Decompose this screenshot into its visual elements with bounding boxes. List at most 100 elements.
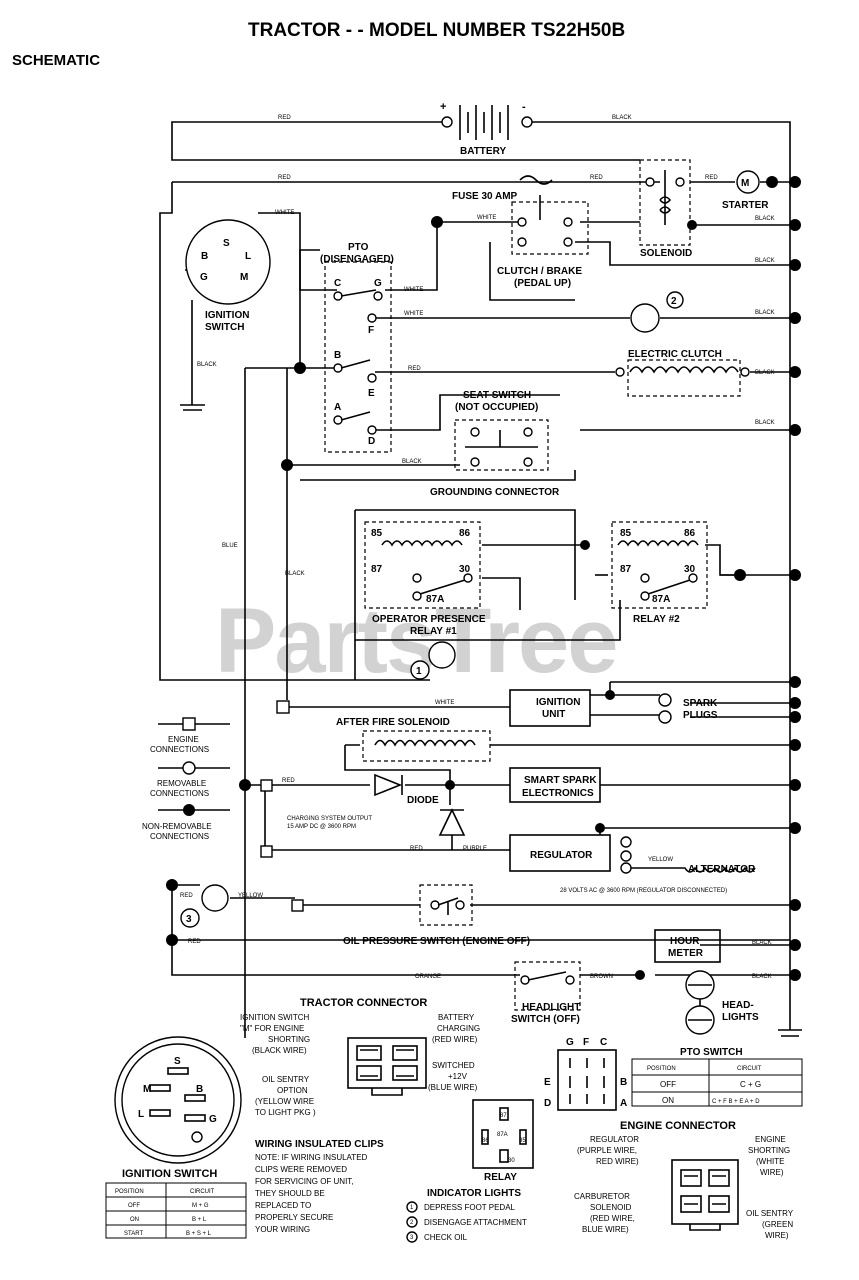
- starter-symbol: M STARTER: [722, 170, 769, 211]
- wire-label-yellow-1: YELLOW: [648, 857, 673, 863]
- pto-t-c: C: [334, 278, 341, 289]
- isd-header-position: POSITION: [115, 1189, 144, 1195]
- pto-t-a: A: [334, 402, 341, 413]
- r1-pin-87a: 87A: [426, 594, 444, 605]
- isd-terminal-s: S: [174, 1056, 181, 1067]
- wire-label-black-11: BLACK: [752, 974, 772, 980]
- smart-spark-label-2: ELECTRONICS: [522, 788, 594, 799]
- psd-left-d: D: [544, 1098, 551, 1109]
- clips-note-line-4: THEY SHOULD BE: [255, 1189, 325, 1198]
- wire-label-black-8: BLACK: [402, 459, 422, 465]
- electric-clutch-label: ELECTRIC CLUTCH: [628, 349, 722, 360]
- charging-note-1: CHARGING SYSTEM OUTPUT: [287, 816, 372, 822]
- isd-row1-pos: OFF: [128, 1203, 140, 1209]
- ign-terminal-m: M: [240, 272, 248, 283]
- regulator-symbol: REGULATOR ALTERNATOR 28 VOLTS AC @ 3600 …: [509, 834, 756, 894]
- ec-left-bottom-2: SOLENOID: [590, 1203, 632, 1212]
- isd-row1-circ: M + G: [192, 1203, 209, 1209]
- charging-note: CHARGING SYSTEM OUTPUT 15 AMP DC @ 3600 …: [260, 779, 372, 858]
- clips-note-line-2: CLIPS WERE REMOVED: [255, 1165, 347, 1174]
- wire-label-black-9: BLACK: [285, 571, 305, 577]
- wire-label-white-1: WHITE: [275, 210, 294, 216]
- wire-label-black-10: BLACK: [752, 940, 772, 946]
- legend-nonremovable-2: CONNECTIONS: [150, 832, 209, 841]
- rd-pin-86: 86: [482, 1138, 489, 1144]
- diode-symbol: DIODE: [374, 773, 466, 836]
- clutch-brake-label: CLUTCH / BRAKE: [497, 266, 582, 277]
- wiring-clips-note: WIRING INSULATED CLIPS NOTE: IF WIRING I…: [255, 1139, 384, 1234]
- wire-label-white-5: WHITE: [435, 700, 454, 706]
- rd-pin-30: 30: [508, 1158, 515, 1164]
- psd-title: PTO SWITCH: [680, 1047, 743, 1058]
- wire-label-red-8: RED: [180, 893, 193, 899]
- pto-t-g: G: [374, 278, 382, 289]
- r1-pin-86: 86: [459, 528, 471, 539]
- pto-symbol: PTO (DISENGAGED) C G F B E A D: [320, 242, 394, 453]
- ignition-switch-label-1: IGNITION: [205, 310, 249, 321]
- after-fire-solenoid-symbol: AFTER FIRE SOLENOID: [336, 717, 491, 762]
- ignition-unit-symbol: IGNITION UNIT SPARK PLUGS: [276, 689, 718, 727]
- battery-symbol: + - BATTERY: [440, 101, 533, 157]
- battery-plus: +: [440, 101, 446, 113]
- isd-row3-pos: START: [124, 1231, 143, 1237]
- ign-terminal-b: B: [201, 251, 208, 262]
- solenoid-label: SOLENOID: [640, 248, 692, 259]
- tc-left-top-2: "M" FOR ENGINE: [240, 1024, 304, 1033]
- electric-clutch-symbol: ELECTRIC CLUTCH: [615, 349, 750, 397]
- ignition-switch-label-2: SWITCH: [205, 322, 244, 333]
- clutch-brake-symbol: CLUTCH / BRAKE (PEDAL UP): [497, 201, 589, 289]
- wire-label-black-6: BLACK: [755, 370, 775, 376]
- wire-label-black-5: BLACK: [197, 362, 217, 368]
- wire-label-red-4: RED: [705, 175, 718, 181]
- regulator-label: REGULATOR: [530, 850, 593, 861]
- wire-label-purple: PURPLE: [463, 846, 487, 852]
- pto-t-e: E: [368, 388, 375, 399]
- ec-left-bottom-4: BLUE WIRE): [582, 1225, 629, 1234]
- tc-left-top-3: SHORTING: [268, 1035, 310, 1044]
- r2-pin-87: 87: [620, 564, 632, 575]
- tc-left-bottom-1: OIL SENTRY: [262, 1075, 310, 1084]
- il-num-1: 1: [410, 1205, 414, 1211]
- r1-pin-87: 87: [371, 564, 383, 575]
- headlights-symbol: HEAD- LIGHTS: [685, 970, 759, 1035]
- page-title: TRACTOR - - MODEL NUMBER TS22H50B: [248, 20, 625, 41]
- wire-label-orange: ORANGE: [415, 974, 441, 980]
- pto-switch-detail: G F C E D B A PTO SWITCH POSITION CIRCUI…: [544, 1037, 803, 1111]
- pto-t-d: D: [368, 436, 375, 447]
- indicator-lamp-3: 3: [180, 884, 304, 928]
- wire-label-yellow-2: YELLOW: [238, 893, 263, 899]
- ec-right-top-4: WIRE): [760, 1168, 784, 1177]
- clutch-brake-state: (PEDAL UP): [514, 278, 571, 289]
- tc-left-top-1: IGNITION SWITCH: [240, 1013, 310, 1022]
- ignition-switch-detail: S M B L G IGNITION SWITCH POSITION CIRCU…: [105, 1036, 247, 1239]
- alternator-label: ALTERNATOR: [688, 864, 756, 875]
- tc-left-bottom-3: (YELLOW WIRE: [255, 1097, 314, 1106]
- ec-left-top-1: REGULATOR: [590, 1135, 639, 1144]
- smart-spark-label-1: SMART SPARK: [524, 775, 597, 786]
- psd-top-g: G: [566, 1037, 574, 1048]
- wire-label-black-7: BLACK: [755, 420, 775, 426]
- legend-removable-2: CONNECTIONS: [150, 789, 209, 798]
- ignition-unit-label-2: UNIT: [542, 709, 565, 720]
- starter-label: STARTER: [722, 200, 769, 211]
- ign-terminal-s: S: [223, 238, 230, 249]
- il-text-1: DEPRESS FOOT PEDAL: [424, 1203, 516, 1212]
- ign-terminal-g: G: [200, 272, 208, 283]
- lamp-3-num: 3: [186, 914, 192, 925]
- rd-pin-87a: 87A: [497, 1132, 508, 1138]
- relay-1-label: OPERATOR PRESENCE: [372, 614, 486, 625]
- isd-terminal-b: B: [196, 1084, 203, 1095]
- headlight-switch-symbol: HEADLIGHT SWITCH (OFF): [511, 961, 581, 1025]
- indicator-lights-title: INDICATOR LIGHTS: [427, 1188, 521, 1199]
- tc-right-top-1: BATTERY: [438, 1013, 475, 1022]
- alternator-note: 28 VOLTS AC @ 3600 RPM (REGULATOR DISCON…: [560, 888, 727, 894]
- tc-left-bottom-2: OPTION: [277, 1086, 308, 1095]
- seat-switch-state: (NOT OCCUPIED): [455, 402, 538, 413]
- wire-label-white-2: WHITE: [477, 215, 496, 221]
- r1-pin-85: 85: [371, 528, 383, 539]
- psd-top-f: F: [583, 1037, 589, 1048]
- il-text-3: CHECK OIL: [424, 1233, 468, 1242]
- r1-pin-30: 30: [459, 564, 471, 575]
- ignition-unit-label-1: IGNITION: [536, 697, 580, 708]
